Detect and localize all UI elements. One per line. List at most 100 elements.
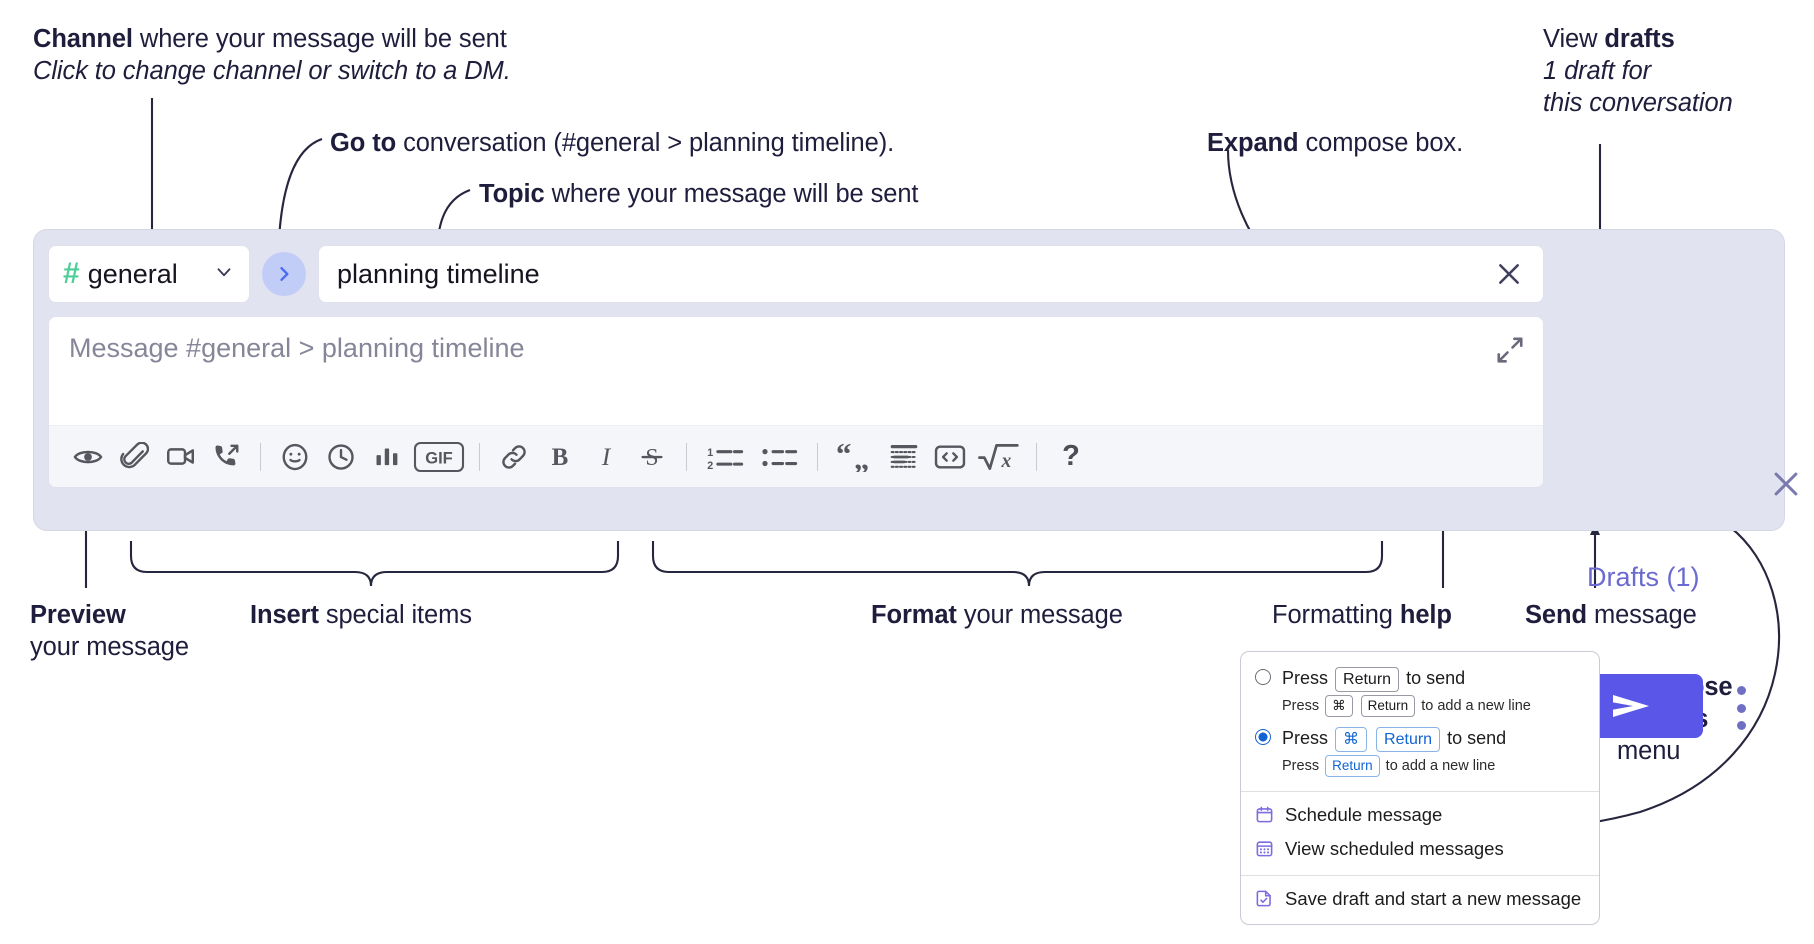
annotation-preview-line2: your message	[30, 633, 189, 662]
clock-icon[interactable]	[318, 434, 364, 480]
close-icon[interactable]	[1769, 467, 1803, 506]
svg-text:x: x	[1000, 450, 1011, 471]
annotation-preview-bold: Preview	[30, 601, 126, 629]
svg-text:I: I	[601, 444, 612, 471]
menu-divider	[1241, 874, 1599, 876]
bulleted-list-icon[interactable]	[752, 434, 806, 480]
toolbar-separator	[686, 442, 687, 471]
annotation-insert-bold: Insert	[250, 601, 319, 629]
menu-item-schedule-message[interactable]: Schedule message	[1241, 798, 1599, 832]
annotation-channel-rest: where your message will be sent	[132, 25, 507, 53]
annotation-topic-bold: Topic	[479, 180, 545, 208]
inline-code-icon[interactable]	[927, 434, 973, 480]
toolbar-separator	[479, 442, 480, 471]
italic-icon[interactable]: I	[583, 434, 629, 480]
svg-text:B: B	[552, 444, 569, 471]
toolbar-separator	[1036, 442, 1037, 471]
calendar-icon	[1255, 805, 1274, 824]
formatting-help-icon[interactable]: ?	[1062, 440, 1080, 472]
svg-text:1: 1	[707, 446, 713, 458]
video-clip-icon[interactable]	[157, 434, 203, 480]
gif-icon[interactable]: GIF	[410, 434, 468, 480]
preview-icon[interactable]	[65, 434, 111, 480]
menu-item-label: Save draft and start a new message	[1285, 887, 1582, 909]
toolbar-separator	[817, 442, 818, 471]
annotation-format: Format your message	[871, 599, 1123, 631]
channel-selector[interactable]: # general	[48, 245, 250, 303]
message-input[interactable]: Message #general > planning timeline	[49, 317, 1543, 425]
opt1-sub-tail: to add a new line	[1421, 698, 1531, 715]
annotation-topic-rest: where your message will be sent	[544, 180, 919, 208]
blockquote-icon[interactable]: “„	[829, 434, 881, 480]
annotation-expand-rest: compose box.	[1298, 129, 1464, 157]
emoji-icon[interactable]	[272, 434, 318, 480]
clear-topic-icon[interactable]	[1493, 258, 1525, 290]
opt1-press: Press	[1282, 668, 1329, 688]
annotation-format-bold: Format	[871, 601, 957, 629]
menu-item-save-draft[interactable]: Save draft and start a new message	[1241, 882, 1599, 920]
kebab-dot	[1736, 686, 1746, 695]
strikethrough-icon[interactable]: S	[629, 434, 675, 480]
send-option-return[interactable]: Press Return to send	[1241, 662, 1599, 695]
annotation-drafts-bold: drafts	[1604, 25, 1675, 53]
annotation-drafts: View drafts 1 draft for this conversatio…	[1543, 23, 1813, 119]
annotation-goto-bold: Go to	[330, 129, 397, 157]
annotation-help: Formatting help	[1272, 599, 1452, 631]
svg-text:„: „	[854, 442, 869, 472]
annotation-help-rest: Formatting	[1272, 601, 1400, 629]
opt2-tosend: to send	[1447, 727, 1507, 748]
compose-box: # general planning timeline Message #gen…	[33, 229, 1798, 738]
radio-cmd-return[interactable]	[1255, 728, 1271, 745]
opt2-press: Press	[1282, 727, 1329, 748]
compose-options-button[interactable]	[1728, 682, 1754, 734]
chevron-down-icon	[213, 261, 235, 288]
annotation-goto: Go to conversation (#general > planning …	[330, 127, 894, 159]
annotation-topic: Topic where your message will be sent	[479, 178, 919, 210]
annotation-drafts-line2: 1 draft for	[1543, 57, 1652, 86]
opt2-sub-key-return: Return	[1325, 755, 1380, 777]
opt1-key-return: Return	[1335, 667, 1400, 693]
topic-value: planning timeline	[337, 258, 540, 289]
send-option-cmd-return[interactable]: Press ⌘ Return to send	[1241, 722, 1599, 755]
drafts-link[interactable]: Drafts (1)	[1587, 562, 1700, 592]
radio-return[interactable]	[1255, 669, 1271, 685]
svg-text:2: 2	[707, 459, 713, 471]
message-placeholder: Message #general > planning timeline	[69, 333, 525, 363]
annotation-drafts-line3: this conversation	[1543, 89, 1733, 118]
opt1-sub-key-return: Return	[1360, 695, 1416, 717]
topic-field[interactable]: planning timeline	[318, 245, 1544, 303]
code-block-icon[interactable]	[881, 434, 927, 480]
menu-item-label: Schedule message	[1285, 803, 1443, 825]
menu-item-view-scheduled-messages[interactable]: View scheduled messages	[1241, 832, 1599, 866]
opt2-sub-tail: to add a new line	[1385, 758, 1496, 775]
annotation-preview: Preview your message	[30, 599, 189, 663]
kebab-dot	[1736, 721, 1746, 730]
compose-options-menu: Press Return to send Press ⌘ Return to a…	[1240, 651, 1600, 925]
annotation-send-rest: message	[1586, 601, 1697, 629]
save-draft-icon	[1255, 889, 1274, 908]
annotation-send-bold: Send	[1525, 601, 1587, 629]
attachment-icon[interactable]	[111, 434, 157, 480]
menu-divider	[1241, 790, 1599, 792]
annotation-goto-rest: conversation (#general > planning timeli…	[396, 129, 895, 157]
audio-clip-icon[interactable]	[203, 434, 249, 480]
menu-item-label: View scheduled messages	[1285, 837, 1504, 859]
link-icon[interactable]	[491, 434, 537, 480]
annotation-help-bold: help	[1399, 601, 1452, 629]
send-option-cmd-return-sub: Press Return to add a new line	[1241, 755, 1599, 782]
go-to-conversation-button[interactable]	[262, 252, 306, 296]
annotation-channel-bold: Channel	[33, 25, 133, 53]
formatting-toolbar: GIF B I S 12	[49, 425, 1543, 487]
annotation-insert: Insert special items	[250, 599, 472, 631]
poll-icon[interactable]	[364, 434, 410, 480]
expand-icon[interactable]	[1495, 335, 1525, 370]
opt1-sub-press: Press	[1282, 698, 1320, 715]
annotation-expand: Expand compose box.	[1207, 127, 1463, 159]
bold-icon[interactable]: B	[537, 434, 583, 480]
annotation-insert-rest: special items	[318, 601, 472, 629]
svg-text:“: “	[836, 442, 851, 471]
math-icon[interactable]: x	[973, 434, 1025, 480]
opt2-key-return: Return	[1376, 726, 1441, 753]
message-area: Message #general > planning timeline	[48, 316, 1544, 488]
